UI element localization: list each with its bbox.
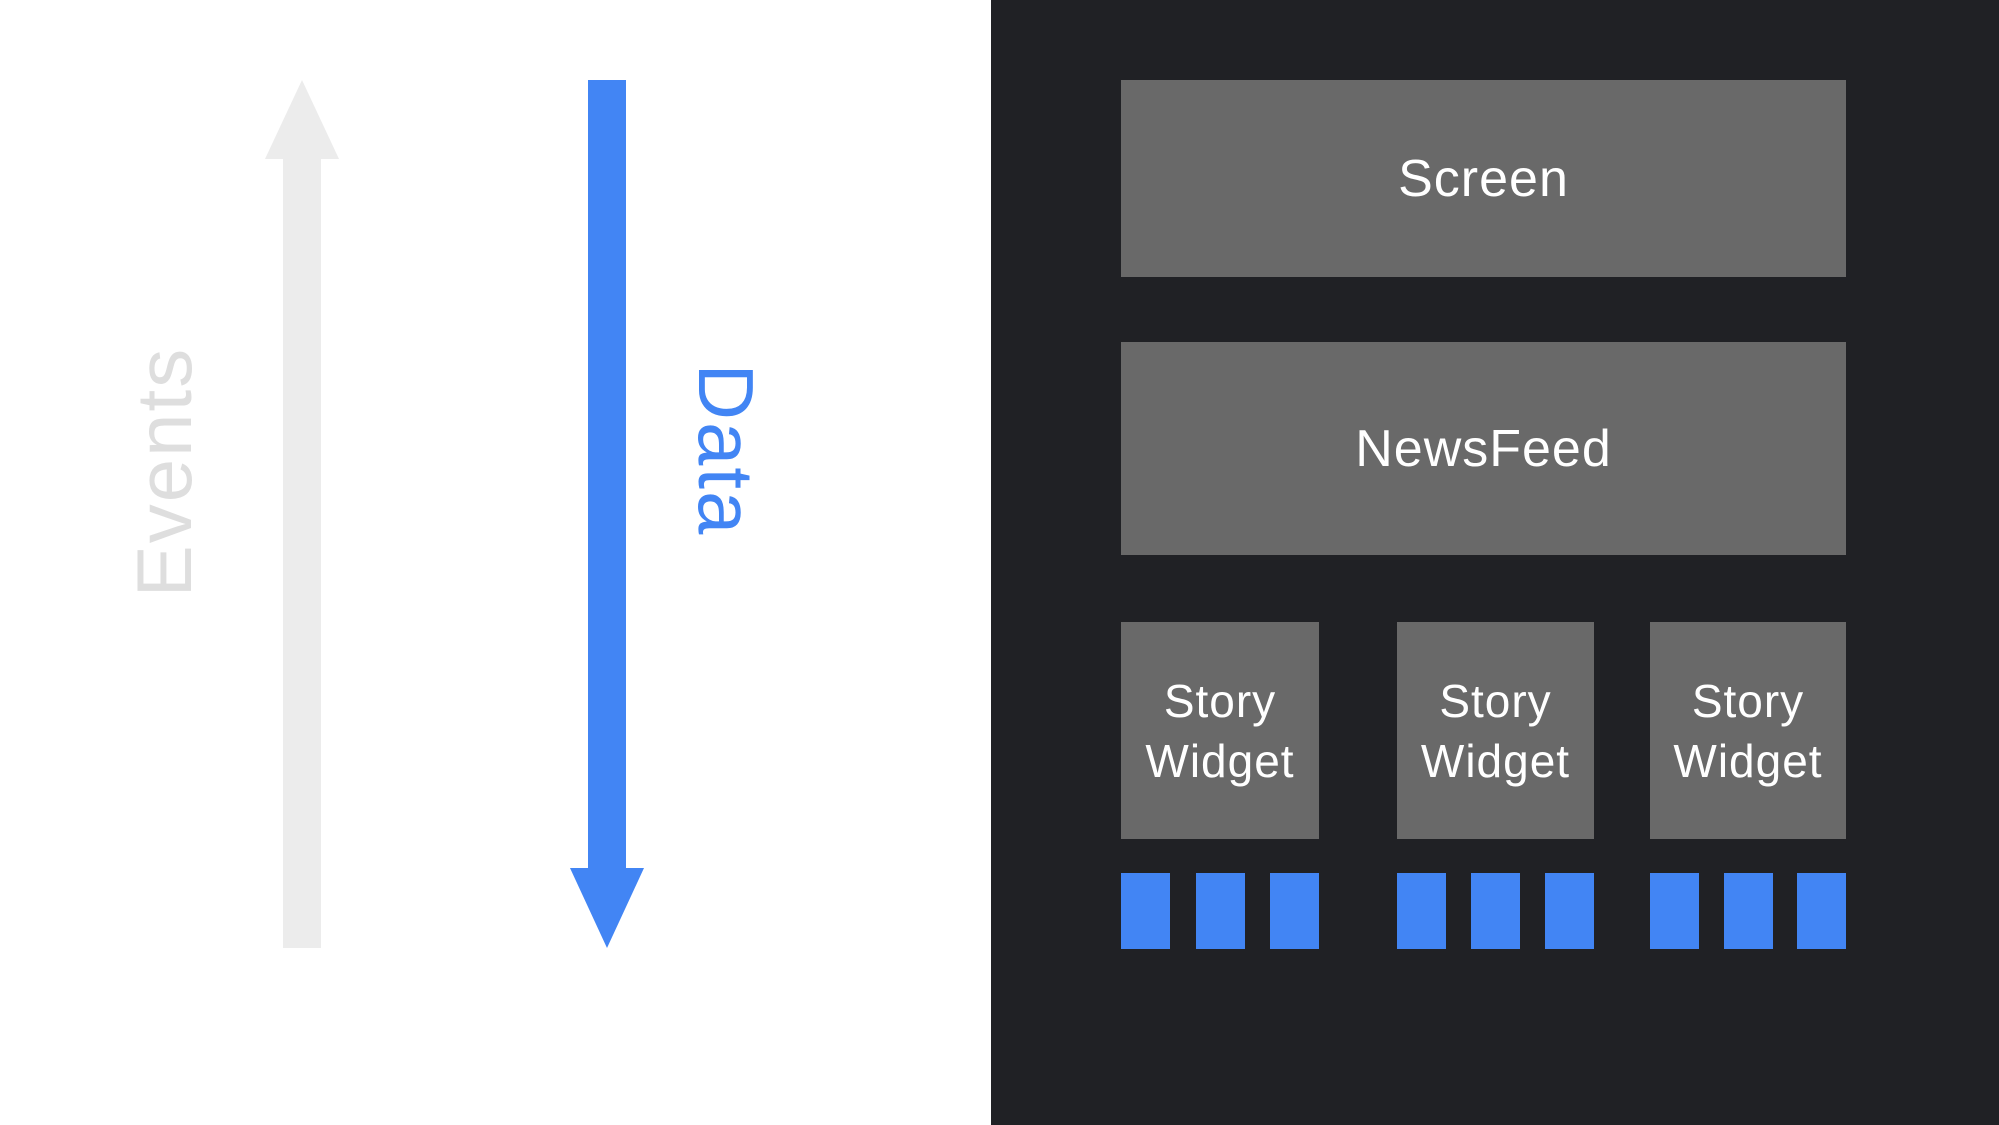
arrow-up-head-icon [265,80,339,159]
newsfeed-box: NewsFeed [1121,342,1846,555]
data-block [1397,873,1446,949]
story-widget-column: Story Widget [1650,622,1846,949]
data-block [1121,873,1170,949]
data-down-arrow [570,80,644,948]
data-label: Data [682,363,770,537]
newsfeed-box-label: NewsFeed [1355,419,1612,478]
screen-box: Screen [1121,80,1846,277]
data-block [1723,873,1773,949]
story-widget-box: Story Widget [1121,622,1319,839]
data-block [1650,873,1699,949]
widget-tree-panel: Screen NewsFeed Story Widget Story Widge… [991,0,1999,1125]
data-block [1270,873,1319,949]
story-widget-label: Story Widget [1420,674,1571,787]
story-widget-column: Story Widget [1397,622,1594,949]
arrow-down-head-icon [570,868,644,948]
story-widget-column: Story Widget [1121,622,1319,949]
data-block [1545,873,1594,949]
data-block [1195,873,1245,949]
events-up-arrow [265,80,339,948]
data-block [1797,873,1846,949]
data-block [1471,873,1520,949]
story-data-blocks [1121,873,1319,949]
story-widget-label: Story Widget [1145,674,1295,787]
story-data-blocks [1650,873,1846,949]
story-widget-box: Story Widget [1397,622,1594,839]
story-widget-box: Story Widget [1650,622,1846,839]
story-widget-label: Story Widget [1673,674,1823,787]
events-label: Events [120,346,208,598]
story-data-blocks [1397,873,1594,949]
arrow-down-shaft [588,80,626,868]
arrow-up-shaft [283,159,321,948]
screen-box-label: Screen [1398,149,1569,208]
